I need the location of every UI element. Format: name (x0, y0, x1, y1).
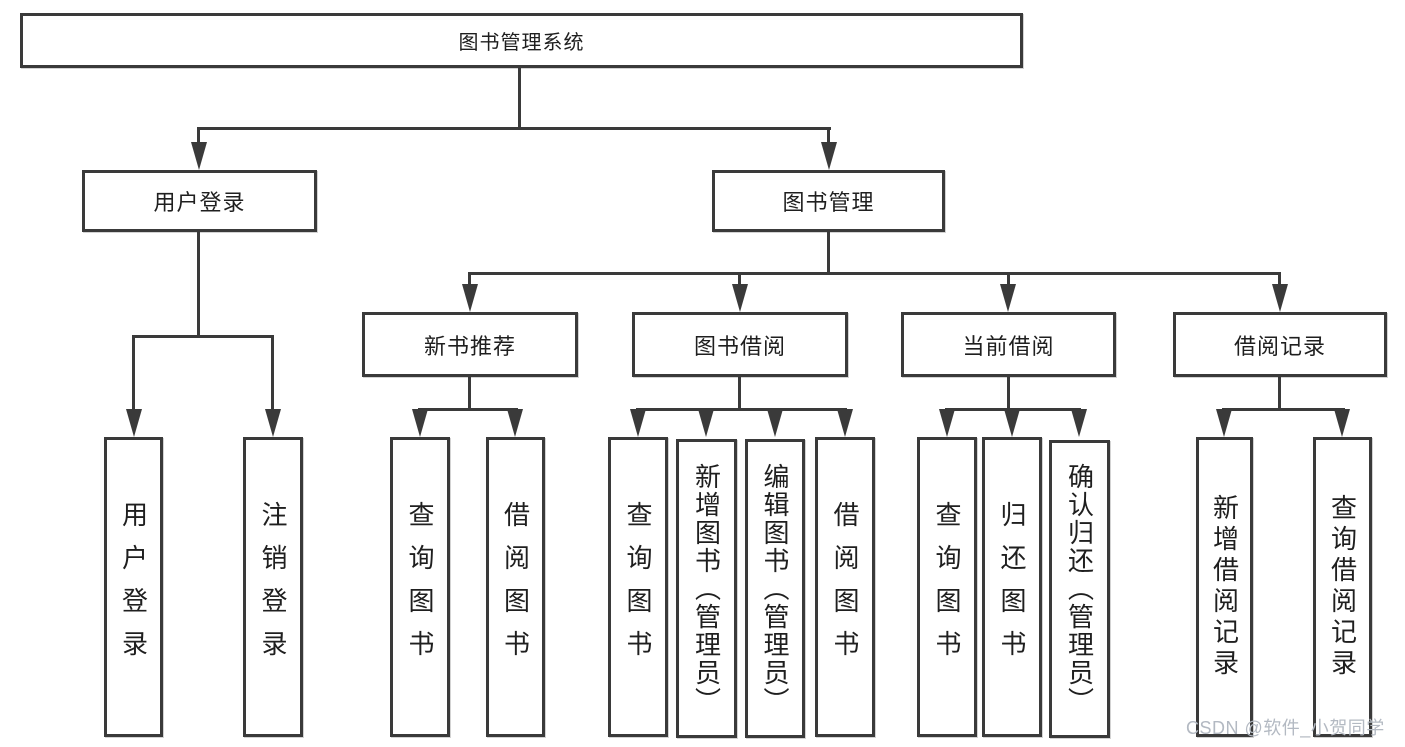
arrowhead-down-icon (462, 284, 478, 312)
node-leaf-query-books: 查询图书 (390, 437, 450, 737)
csdn-watermark: CSDN @软件_小贺同学 (1186, 718, 1385, 738)
leaf-label: 编辑图书（管理员） (760, 462, 790, 715)
connector-line (827, 127, 830, 144)
leaf-label: 用户登录 (118, 501, 149, 673)
arrowhead-down-icon (265, 409, 281, 437)
connector-line (468, 272, 471, 286)
node-leaf-borrow-books: 借阅图书 (486, 437, 545, 737)
leaf-label: 注销登录 (258, 501, 288, 673)
leaf-label: 新增借阅记录 (1209, 494, 1240, 680)
arrowhead-down-icon (698, 409, 714, 437)
connector-line (197, 232, 200, 335)
connector-line (132, 335, 274, 338)
arrowhead-down-icon (630, 409, 646, 437)
node-book-borrow: 图书借阅 (632, 312, 848, 377)
leaf-label: 确认归还（管理员） (1064, 463, 1095, 715)
leaf-label: 查询图书 (932, 501, 962, 673)
connector-line (197, 127, 200, 144)
connector-line (271, 335, 274, 411)
node-leaf-query-books: 查询图书 (608, 437, 668, 737)
leaf-label: 查询图书 (405, 501, 435, 673)
node-leaf-confirm-return-admin: 确认归还（管理员） (1049, 440, 1110, 738)
connector-line (1007, 272, 1010, 286)
node-current-borrow: 当前借阅 (901, 312, 1116, 377)
arrowhead-down-icon (1216, 409, 1232, 437)
arrowhead-down-icon (767, 409, 783, 437)
arrowhead-down-icon (732, 284, 748, 312)
leaf-label: 查询借阅记录 (1327, 494, 1358, 680)
node-leaf-return-books: 归还图书 (982, 437, 1042, 737)
node-library-system: 图书管理系统 (20, 13, 1023, 68)
node-leaf-add-books-admin: 新增图书（管理员） (676, 439, 737, 738)
arrowhead-down-icon (191, 142, 207, 170)
connector-line (636, 408, 847, 411)
node-leaf-query-borrow-record: 查询借阅记录 (1313, 437, 1372, 737)
connector-line (1007, 377, 1010, 408)
connector-line (1278, 272, 1281, 286)
arrowhead-down-icon (1334, 409, 1350, 437)
connector-line (827, 232, 830, 272)
leaf-label: 归还图书 (997, 501, 1027, 673)
node-leaf-add-borrow-record: 新增借阅记录 (1196, 437, 1253, 737)
arrowhead-down-icon (939, 409, 955, 437)
arrowhead-down-icon (412, 409, 428, 437)
arrowhead-down-icon (1004, 409, 1020, 437)
node-borrow-records: 借阅记录 (1173, 312, 1387, 377)
node-leaf-edit-books-admin: 编辑图书（管理员） (745, 439, 805, 738)
node-book-management: 图书管理 (712, 170, 945, 232)
connector-line (738, 272, 741, 286)
connector-line (1222, 408, 1345, 411)
connector-line (518, 68, 521, 127)
connector-line (418, 408, 518, 411)
leaf-label: 查询图书 (623, 501, 653, 673)
arrowhead-down-icon (837, 409, 853, 437)
leaf-label: 借阅图书 (500, 501, 531, 673)
arrowhead-down-icon (126, 409, 142, 437)
node-leaf-borrow-books: 借阅图书 (815, 437, 875, 737)
node-leaf-logout: 注销登录 (243, 437, 303, 737)
node-user-login: 用户登录 (82, 170, 317, 232)
arrowhead-down-icon (507, 409, 523, 437)
connector-line (468, 377, 471, 408)
node-leaf-query-books: 查询图书 (917, 437, 977, 737)
leaf-label: 新增图书（管理员） (691, 462, 722, 715)
arrowhead-down-icon (1071, 409, 1087, 437)
node-new-book-recommend: 新书推荐 (362, 312, 578, 377)
arrowhead-down-icon (821, 142, 837, 170)
connector-line (1278, 377, 1281, 408)
arrowhead-down-icon (1272, 284, 1288, 312)
leaf-label: 借阅图书 (830, 501, 860, 673)
node-leaf-user-login: 用户登录 (104, 437, 163, 737)
connector-line (197, 127, 831, 130)
connector-line (468, 272, 1281, 275)
arrowhead-down-icon (1000, 284, 1016, 312)
connector-line (738, 377, 741, 408)
connector-line (132, 335, 135, 411)
